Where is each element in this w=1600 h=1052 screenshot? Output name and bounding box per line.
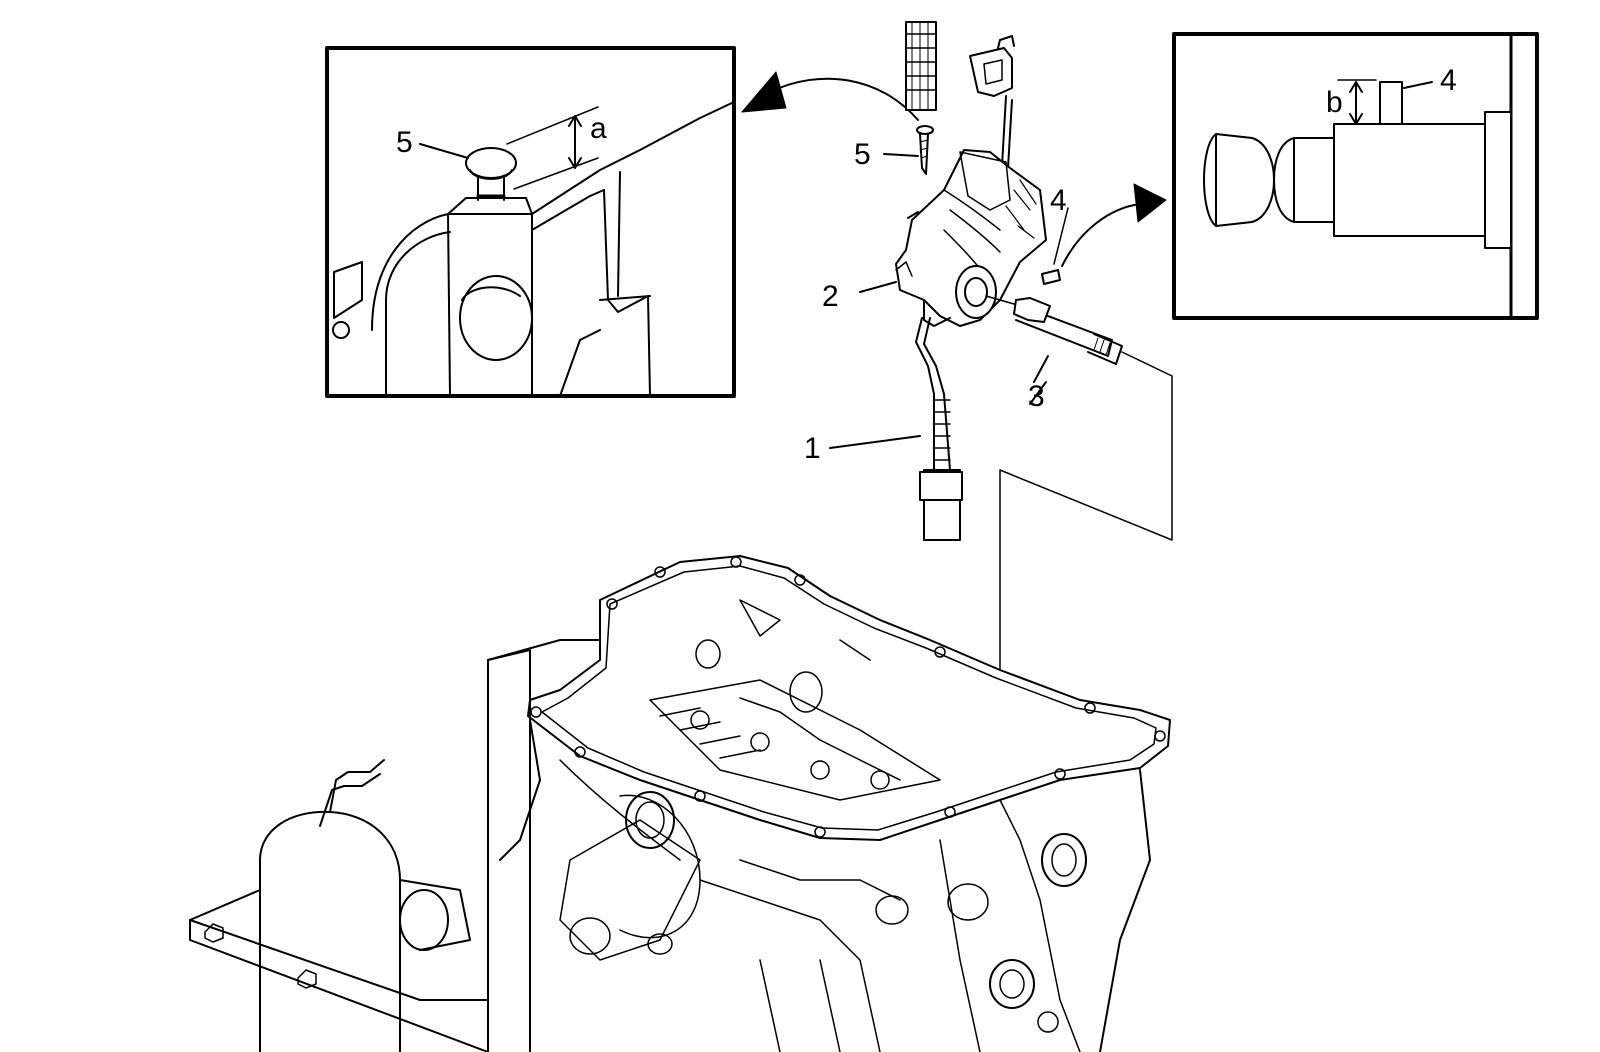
shaft-part-3 [985, 295, 1173, 781]
inset-left-detail [325, 46, 736, 398]
callout-1: 1 [804, 432, 821, 465]
inset-right-detail [1172, 32, 1539, 320]
inset-right-callout-4: 4 [1440, 64, 1457, 97]
pin-part-4 [1041, 207, 1069, 285]
switch-assembly-part-2 [859, 149, 1047, 327]
arrow-to-left-inset [741, 71, 919, 121]
strainer-part [905, 21, 937, 111]
screw-part-5 [883, 125, 934, 175]
rod-part-1 [829, 317, 963, 541]
callout-5: 5 [854, 138, 871, 171]
callout-3: 3 [1028, 380, 1045, 413]
callout-2: 2 [822, 280, 839, 313]
transmission-case [189, 555, 1171, 1052]
inset-left-callout-5: 5 [396, 126, 413, 159]
inset-right-dimension-b: b [1326, 86, 1343, 119]
callout-leaders [1029, 381, 1047, 405]
connector-part [969, 35, 1015, 169]
inset-left-dimension-a: a [590, 112, 607, 145]
arrow-to-right-inset [1061, 183, 1167, 267]
callout-4: 4 [1050, 184, 1067, 217]
